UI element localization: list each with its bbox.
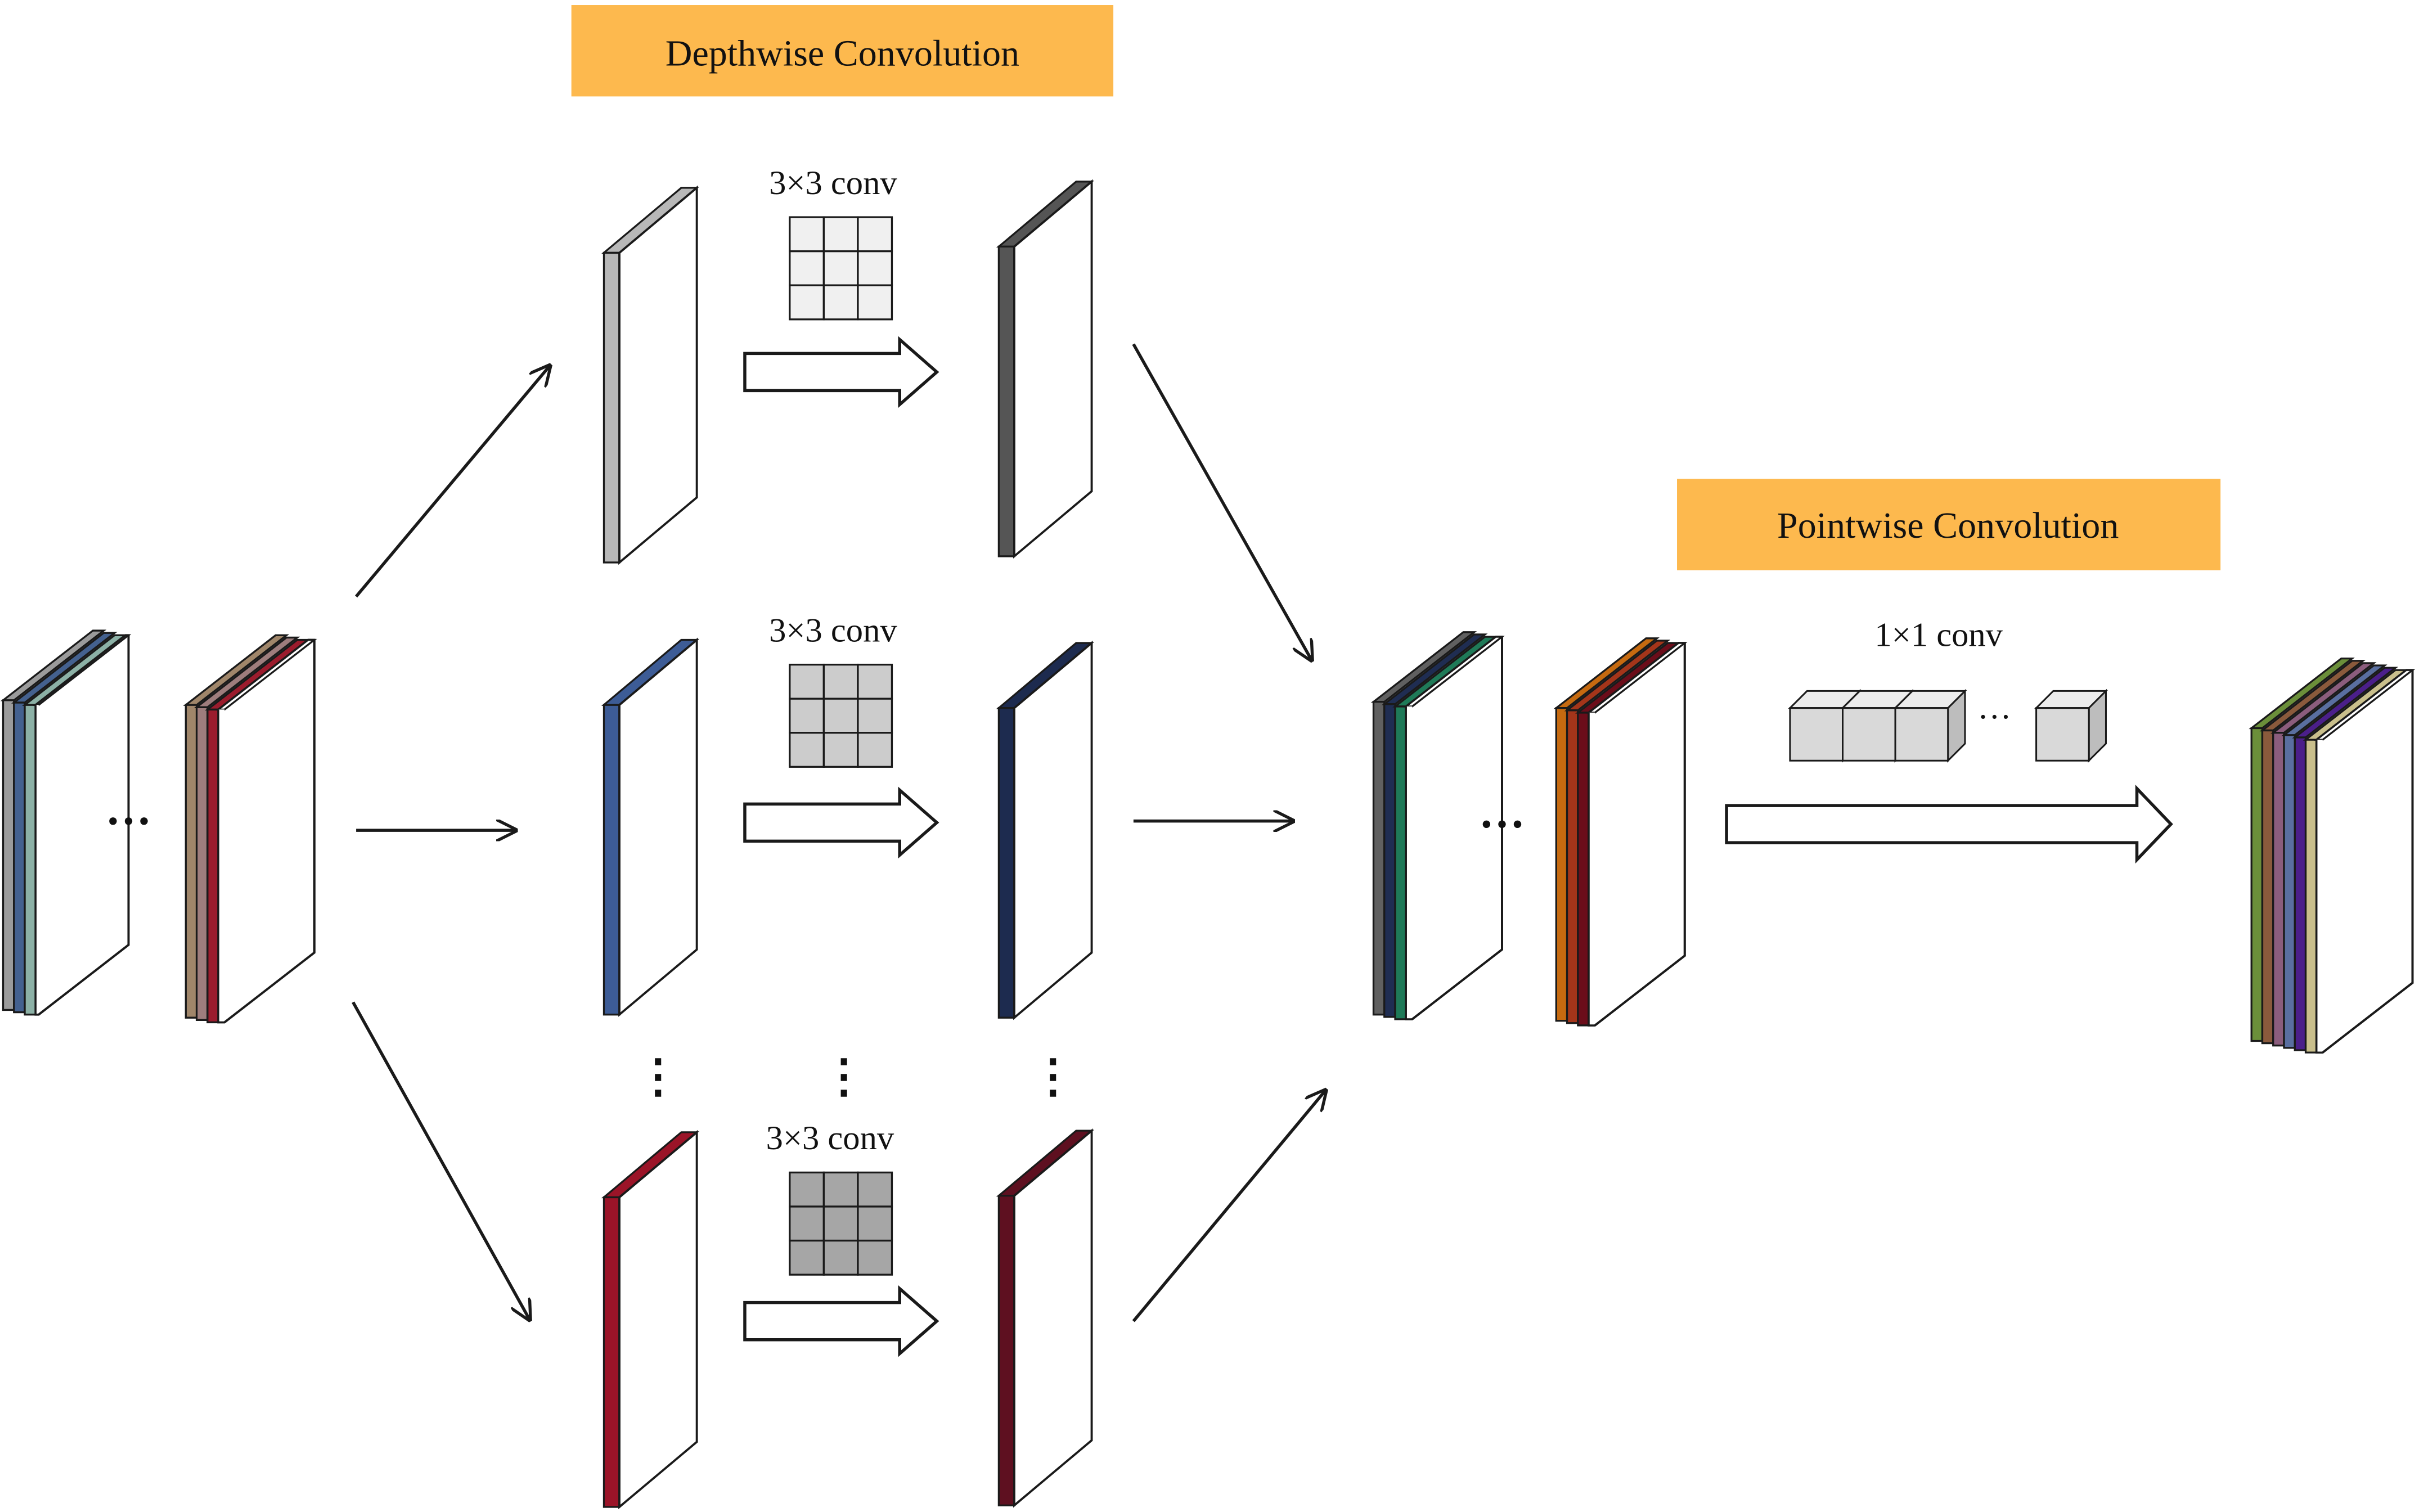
kernel-3x3-mid	[789, 663, 893, 768]
pointwise-cube-n	[2034, 688, 2108, 763]
conv-label-1x1: 1×1 conv	[1874, 616, 2003, 654]
block-arrow-bot	[743, 1285, 939, 1357]
depthwise-output-channel-n	[996, 1128, 1095, 1508]
kernel-mid-cell-7	[789, 732, 825, 768]
depthwise-output-channel-1	[996, 179, 1095, 559]
conv-label-top: 3×3 conv	[769, 164, 897, 202]
depth-in-n-face	[618, 1130, 698, 1510]
kernel-top-cell-7	[789, 284, 825, 321]
depth-in-2-side-edge	[602, 704, 621, 1016]
kernel-top-cell-8	[822, 284, 859, 321]
kernel-3x3-bot	[789, 1171, 893, 1276]
arrow-input-to-channel-top	[354, 366, 550, 598]
output-feature-map-stack	[2249, 657, 2416, 1054]
arrow-channel-bot-to-concat	[1132, 1091, 1325, 1322]
depth-in-n-side-edge	[602, 1196, 621, 1508]
concat-left-front-face	[1403, 636, 1505, 1020]
depthwise-output-stack	[1370, 631, 1688, 1027]
pointwise-title-box: Pointwise Convolution	[1677, 479, 2221, 570]
kernel-mid-cell-4	[789, 698, 825, 734]
kernel-top-cell-9	[857, 284, 893, 321]
conv-label-mid: 3×3 conv	[769, 611, 897, 649]
concat-right-layer-3	[1575, 642, 1681, 1027]
depth-out-n-face	[1013, 1128, 1093, 1508]
concat-left-layer-3	[1392, 636, 1499, 1020]
kernel-top-cell-5	[822, 250, 859, 286]
vdots-kernels: ⋮	[821, 1050, 867, 1102]
depthwise-input-channel-n	[601, 1130, 700, 1510]
kernel-mid-cell-2	[822, 663, 859, 700]
pointwise-cube-ellipsis: ···	[1977, 698, 2012, 736]
depthwise-title: Depthwise Convolution	[666, 33, 1019, 74]
depth-out-1-side-edge	[997, 245, 1015, 557]
kernel-top-cell-4	[789, 250, 825, 286]
pointwise-title: Pointwise Convolution	[1777, 505, 2119, 546]
block-arrow-mid	[743, 786, 939, 859]
kernel-bot-cell-8	[822, 1239, 859, 1276]
depthwise-input-channel-1	[601, 185, 700, 565]
kernel-mid-cell-8	[822, 732, 859, 768]
input-right-front-face	[215, 638, 317, 1024]
kernel-bot-cell-9	[857, 1239, 893, 1276]
concat-ellipsis: ···	[1479, 798, 1526, 850]
depth-out-2-face	[1013, 640, 1093, 1020]
pointwise-kernel-cubes	[1788, 688, 2108, 763]
conv-label-bot: 3×3 conv	[766, 1119, 894, 1157]
kernel-top-cell-2	[822, 216, 859, 253]
kernel-mid-cell-5	[822, 698, 859, 734]
kernel-bot-cell-4	[789, 1205, 825, 1242]
kernel-bot-cell-7	[789, 1239, 825, 1276]
input-feature-map-stack	[0, 629, 317, 1024]
kernel-bot-cell-2	[822, 1171, 859, 1208]
kernel-top-cell-3	[857, 216, 893, 253]
vdots-input-channels: ⋮	[635, 1050, 682, 1102]
depth-in-1-face	[618, 185, 698, 565]
kernel-mid-cell-1	[789, 663, 825, 700]
kernel-mid-cell-6	[857, 698, 893, 734]
kernel-bot-cell-1	[789, 1171, 825, 1208]
concat-right-layer-2	[1564, 640, 1671, 1024]
output-layer-4	[2281, 664, 2387, 1049]
arrow-input-to-channel-bot	[352, 1001, 530, 1320]
depth-out-n-side-edge	[997, 1195, 1015, 1506]
kernel-mid-cell-3	[857, 663, 893, 700]
concat-right-layer-1	[1553, 637, 1660, 1022]
depth-in-2-face	[618, 637, 698, 1017]
kernel-3x3-top	[789, 216, 893, 321]
kernel-bot-cell-3	[857, 1171, 893, 1208]
input-ellipsis: ···	[105, 795, 152, 847]
depth-out-1-face	[1013, 179, 1093, 559]
block-arrow-top	[743, 336, 939, 408]
depth-in-1-side-edge	[602, 251, 621, 564]
depthwise-input-channel-2	[601, 637, 700, 1017]
kernel-bot-cell-6	[857, 1205, 893, 1242]
kernel-top-cell-6	[857, 250, 893, 286]
input-right-layer-3	[205, 638, 311, 1024]
depthwise-output-channel-2	[996, 640, 1095, 1020]
depth-out-2-side-edge	[997, 707, 1015, 1019]
pointwise-cube-3	[1893, 688, 1967, 763]
depthwise-title-box: Depthwise Convolution	[571, 5, 1114, 97]
vdots-output-channels: ⋮	[1029, 1050, 1076, 1102]
kernel-mid-cell-9	[857, 732, 893, 768]
concat-right-front-face	[1586, 642, 1688, 1027]
kernel-top-cell-1	[789, 216, 825, 253]
block-arrow-pointwise	[1725, 784, 2173, 864]
output-front-face	[2313, 669, 2416, 1054]
input-left-front-face	[33, 634, 132, 1016]
kernel-bot-cell-5	[822, 1205, 859, 1242]
arrow-channel-top-to-concat	[1132, 343, 1312, 660]
